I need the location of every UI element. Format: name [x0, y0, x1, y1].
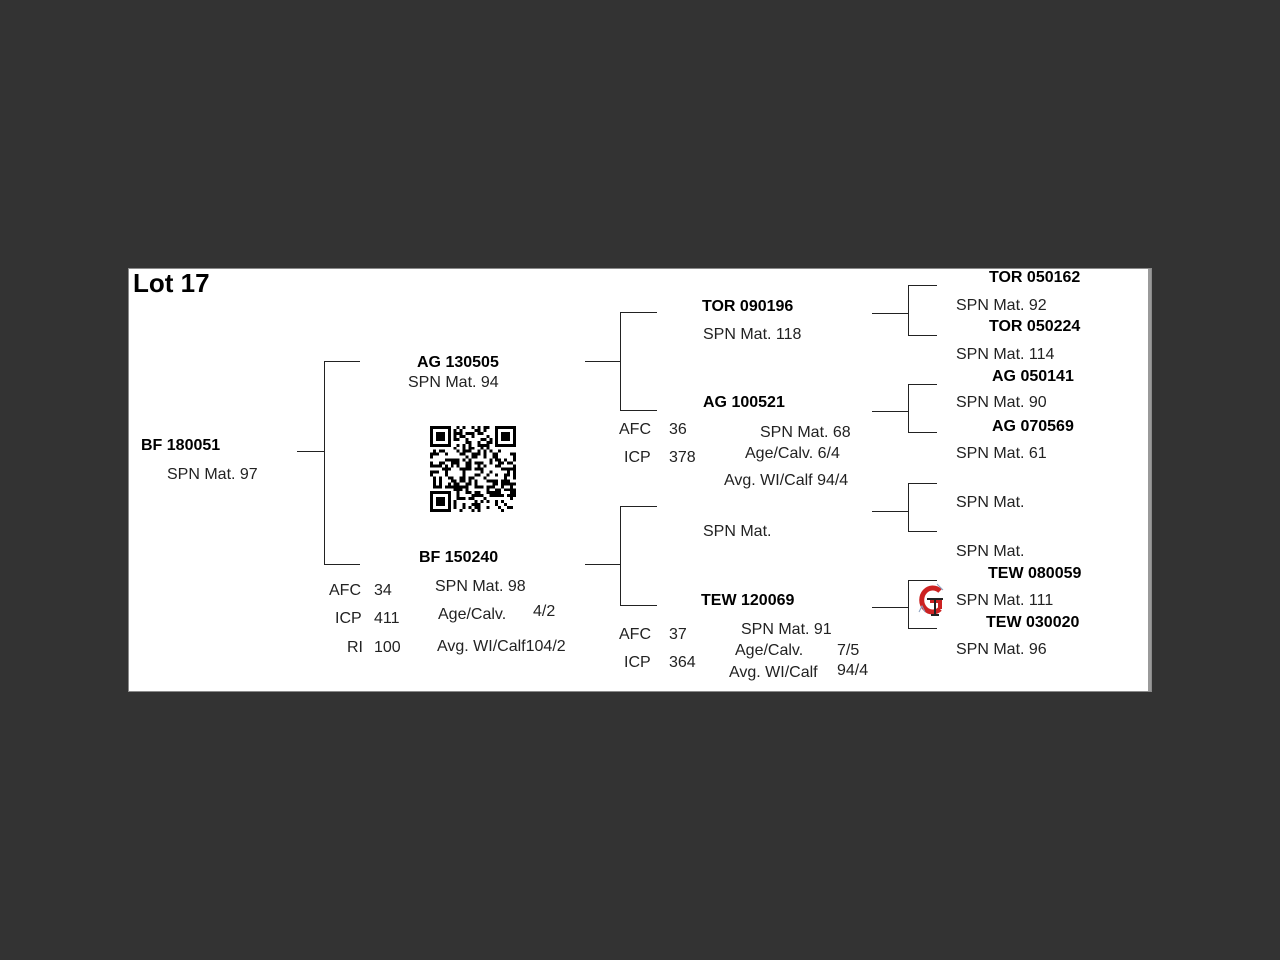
connector-line	[324, 361, 360, 362]
ggp-4-id: AG 070569	[992, 418, 1074, 435]
ggp-1-id: TOR 050162	[989, 269, 1081, 286]
ggp-1-spn: SPN Mat. 92	[956, 297, 1047, 314]
connector-line	[620, 312, 621, 411]
dam-ri-label: RI	[347, 639, 363, 656]
sire-id: AG 130505	[417, 354, 499, 371]
connector-line	[324, 564, 360, 565]
dam-dam-afc-label: AFC	[619, 626, 651, 643]
sheet-edge	[1148, 269, 1151, 691]
sire-dam-spn: SPN Mat. 68	[760, 424, 851, 441]
dam-id: BF 150240	[419, 549, 499, 566]
connector-line	[585, 564, 620, 565]
dam-dam-icp-label: ICP	[624, 654, 651, 671]
sire-dam-afc-label: AFC	[619, 421, 651, 438]
qr-code-icon	[430, 426, 516, 512]
pedigree-sheet: Lot 17 BF 180051 SPN Mat. 97 AG 130505 S…	[128, 268, 1152, 692]
connector-line	[620, 312, 657, 313]
dam-dam-age-calv-label: Age/Calv.	[735, 642, 804, 659]
connector-line	[620, 506, 657, 507]
connector-line	[872, 607, 908, 608]
connector-line	[908, 335, 937, 336]
connector-line	[908, 580, 909, 629]
subject-id: BF 180051	[141, 437, 221, 454]
connector-line	[872, 511, 908, 512]
ggp-7-id: TEW 080059	[988, 565, 1082, 582]
ggp-2-id: TOR 050224	[989, 318, 1081, 335]
ggp-4-spn: SPN Mat. 61	[956, 445, 1047, 462]
connector-line	[620, 410, 657, 411]
sire-dam-avg-wi-calf: Avg. WI/Calf 94/4	[724, 472, 849, 489]
sire-sire-id: TOR 090196	[702, 298, 794, 315]
sire-dam-id: AG 100521	[703, 394, 785, 411]
dam-dam-id: TEW 120069	[701, 592, 795, 609]
dam-spn: SPN Mat. 98	[435, 578, 526, 595]
dam-dam-afc-value: 37	[669, 626, 687, 643]
dam-dam-icp-value: 364	[669, 654, 696, 671]
ggp-6-spn: SPN Mat.	[956, 543, 1025, 560]
connector-line	[324, 361, 325, 565]
dam-afc-value: 34	[374, 582, 392, 599]
connector-line	[297, 451, 324, 452]
sire-spn: SPN Mat. 94	[408, 374, 499, 391]
connector-line	[908, 384, 937, 385]
dam-dam-avg-wi-calf-label: Avg. WI/Calf	[729, 664, 818, 681]
dam-dam-avg-wi-calf-value: 94/4	[837, 662, 869, 679]
sire-dam-age-calv: Age/Calv. 6/4	[745, 445, 840, 462]
sire-dam-icp-value: 378	[669, 449, 696, 466]
dam-dam-spn: SPN Mat. 91	[741, 621, 832, 638]
ggp-8-spn: SPN Mat. 96	[956, 641, 1047, 658]
connector-line	[908, 483, 909, 532]
sire-dam-icp-label: ICP	[624, 449, 651, 466]
ggp-2-spn: SPN Mat. 114	[956, 346, 1055, 363]
dam-avg-wi-calf: Avg. WI/Calf104/2	[437, 638, 566, 655]
dam-age-calv-label: Age/Calv.	[438, 606, 507, 623]
dam-sire-spn: SPN Mat.	[703, 523, 772, 540]
dam-ri-value: 100	[374, 639, 401, 656]
ggp-7-spn: SPN Mat. 111	[956, 592, 1054, 609]
dam-icp-value: 411	[374, 610, 400, 627]
connector-line	[908, 285, 909, 336]
dam-dam-age-calv-value: 7/5	[837, 642, 860, 659]
ggp-8-id: TEW 030020	[986, 614, 1080, 631]
connector-line	[908, 531, 937, 532]
connector-line	[908, 384, 909, 433]
subject-spn: SPN Mat. 97	[167, 466, 258, 483]
ggp-3-id: AG 050141	[992, 368, 1074, 385]
connector-line	[908, 483, 937, 484]
gt-logo-icon	[918, 583, 944, 616]
dam-afc-label: AFC	[329, 582, 361, 599]
connector-line	[908, 432, 937, 433]
ggp-5-spn: SPN Mat.	[956, 494, 1025, 511]
sire-sire-spn: SPN Mat. 118	[703, 326, 802, 343]
connector-line	[908, 628, 937, 629]
ggp-3-spn: SPN Mat. 90	[956, 394, 1047, 411]
dam-icp-label: ICP	[335, 610, 362, 627]
connector-line	[908, 580, 937, 581]
connector-line	[872, 313, 908, 314]
connector-line	[908, 285, 937, 286]
connector-line	[620, 506, 621, 606]
sire-dam-afc-value: 36	[669, 421, 687, 438]
lot-title: Lot 17	[133, 268, 210, 298]
connector-line	[620, 605, 657, 606]
connector-line	[585, 361, 620, 362]
dam-age-calv-value: 4/2	[533, 603, 556, 620]
connector-line	[872, 411, 908, 412]
